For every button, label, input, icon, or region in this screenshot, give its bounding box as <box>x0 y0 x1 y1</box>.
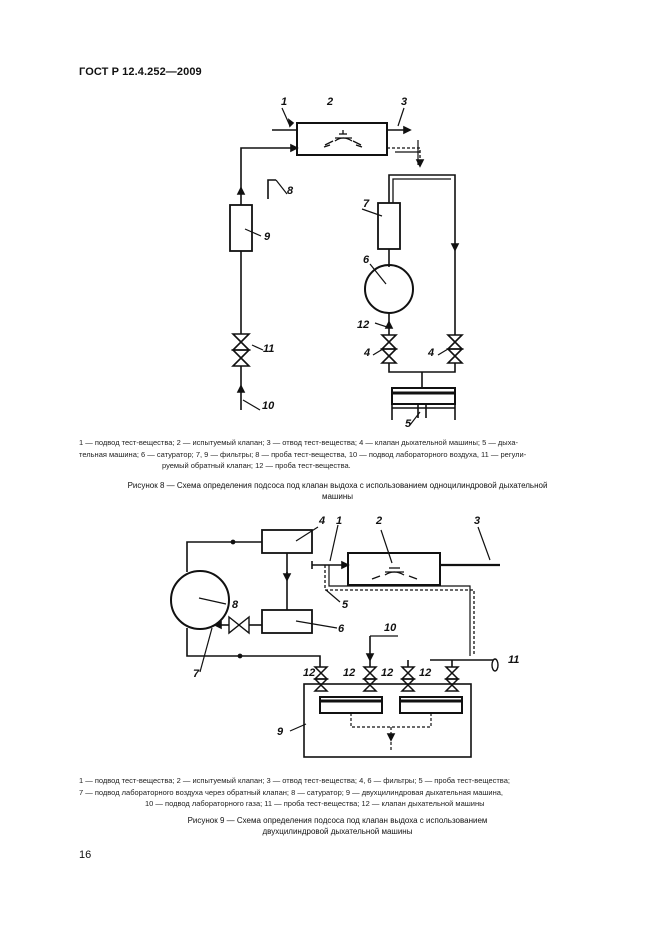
fig9-label-12c: 12 <box>381 667 393 679</box>
fig8-label-2: 2 <box>326 96 333 108</box>
fig9-label-12a: 12 <box>303 667 315 679</box>
fig8-label-9: 9 <box>264 231 271 243</box>
test-valve-box-2 <box>347 552 441 586</box>
fig8-label-1: 1 <box>281 96 287 108</box>
figure-8-legend: 1 — подвод тест-вещества; 2 — испытуемый… <box>79 437 585 472</box>
fig8-label-6: 6 <box>363 254 370 266</box>
figure-8-legend-line: руемый обратный клапан; 12 — проба тест-… <box>162 461 351 470</box>
fig9-label-8: 8 <box>232 599 239 611</box>
fig9-label-12b: 12 <box>343 667 355 679</box>
figure-8-caption-line: машины <box>321 492 353 501</box>
fig9-label-11: 11 <box>508 654 519 666</box>
fig8-label-10: 10 <box>262 400 275 412</box>
fig8-label-4b: 4 <box>427 347 434 359</box>
fig9-label-6: 6 <box>338 623 345 635</box>
figure-8-caption: Рисунок 8 — Схема определения подсоса по… <box>70 480 605 502</box>
fig9-label-4: 4 <box>318 515 325 527</box>
figure-9-legend: 1 — подвод тест-вещества; 2 — испытуемый… <box>79 775 585 810</box>
filter-6 <box>261 609 313 634</box>
filter-4 <box>261 529 313 554</box>
figure-8-legend-line: тельная машина; 6 — сатуратор; 7, 9 — фи… <box>79 449 527 459</box>
fig9-label-3: 3 <box>474 515 480 527</box>
fig9-label-12d: 12 <box>419 667 431 679</box>
fig8-label-3: 3 <box>401 96 407 108</box>
fig9-label-2: 2 <box>375 515 382 527</box>
fig8-label-11: 11 <box>263 343 274 355</box>
fig8-label-4a: 4 <box>363 347 370 359</box>
figure-8-legend-line: 1 — подвод тест-вещества; 2 — испытуемый… <box>79 438 519 447</box>
figure-9-caption-line: двухцилиндровой дыхательной машины <box>262 827 413 836</box>
test-valve-symbol <box>323 130 363 148</box>
test-valve-box <box>296 122 388 156</box>
document-header: ГОСТ Р 12.4.252—2009 <box>79 66 202 78</box>
fig9-label-10: 10 <box>384 622 397 634</box>
twin-breathing-machine-9 <box>303 683 472 758</box>
figure-9-caption-line: Рисунок 9 — Схема определения подсоса по… <box>187 816 488 825</box>
figure-9-legend-line: 10 — подвод лабораторного газа; 11 — про… <box>145 799 485 808</box>
fig8-label-5: 5 <box>405 418 412 430</box>
figure-8-caption-line: Рисунок 8 — Схема определения подсоса по… <box>127 481 548 490</box>
figure-9-legend-line: 1 — подвод тест-вещества; 2 — испытуемый… <box>79 776 510 785</box>
fig8-label-12: 12 <box>357 319 369 331</box>
fig9-label-1: 1 <box>336 515 342 527</box>
page-number: 16 <box>79 849 92 861</box>
figure-9-caption: Рисунок 9 — Схема определения подсоса по… <box>70 815 605 837</box>
fig9-label-9: 9 <box>277 726 284 738</box>
fig9-label-7: 7 <box>193 668 200 680</box>
fig8-label-7: 7 <box>363 198 370 210</box>
fig9-label-5: 5 <box>342 599 349 611</box>
fig8-label-8: 8 <box>287 185 294 197</box>
figure-9-legend-line: 7 — подвод лабораторного воздуха через о… <box>79 787 503 797</box>
saturator-8 <box>170 570 230 630</box>
